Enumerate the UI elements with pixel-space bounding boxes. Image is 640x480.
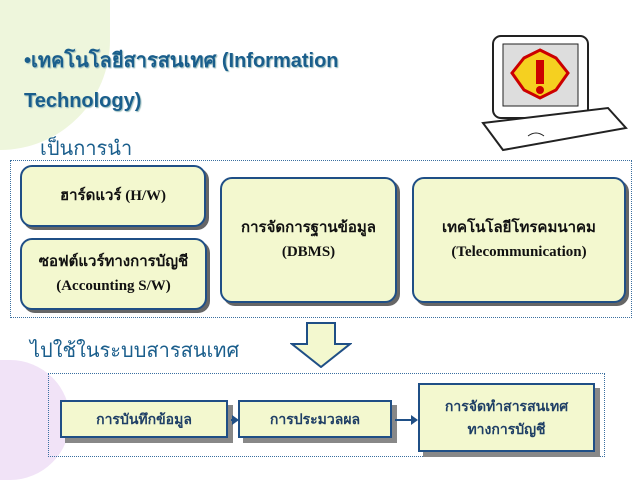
telecom-label-1: เทคโนโลยีโทรคมนาคม — [442, 220, 596, 236]
telecom-label-2: (Telecommunication) — [451, 244, 587, 260]
slide-title-line2: Technology) — [24, 90, 142, 112]
telecom-box: เทคโนโลยีโทรคมนาคม (Telecommunication) — [412, 177, 626, 303]
slide-title-line1: •เทคโนโลยีสารสนเทศ (Information — [24, 50, 339, 72]
dbms-label-2: (DBMS) — [281, 244, 336, 260]
step1-label: การบันทึกข้อมูล — [96, 410, 192, 427]
dbms-label-1: การจัดการฐานข้อมูล — [241, 220, 376, 236]
software-box: ซอฟต์แวร์ทางการบัญชี (Accounting S/W) — [20, 238, 207, 310]
hardware-box: ฮาร์ดแวร์ (H/W) — [20, 165, 206, 227]
step2-label: การประมวลผล — [269, 410, 361, 427]
step3-label-1: การจัดทำสารสนเทศ — [444, 398, 569, 415]
process-region — [48, 373, 605, 457]
subtitle-bottom: ไปใช้ในระบบสารสนเทศ — [30, 340, 240, 362]
process-arrow-2 — [395, 415, 418, 425]
software-label-2: (Accounting S/W) — [56, 278, 171, 294]
software-label-1: ซอฟต์แวร์ทางการบัญชี — [38, 254, 189, 270]
process-arrow-1 — [231, 415, 239, 425]
process-step-processing: การประมวลผล — [238, 400, 392, 438]
step3-label-2: ทางการบัญชี — [467, 420, 546, 437]
process-step-information: การจัดทำสารสนเทศทางการบัญชี — [418, 383, 595, 452]
subtitle-top: เป็นการนำ — [40, 138, 133, 160]
hardware-label: ฮาร์ดแวร์ (H/W) — [59, 188, 167, 204]
process-step-record: การบันทึกข้อมูล — [60, 400, 228, 438]
dbms-box: การจัดการฐานข้อมูล (DBMS) — [220, 177, 397, 303]
computer-warning-icon — [481, 35, 628, 152]
components-region — [10, 160, 632, 318]
down-arrow-icon — [290, 322, 352, 368]
